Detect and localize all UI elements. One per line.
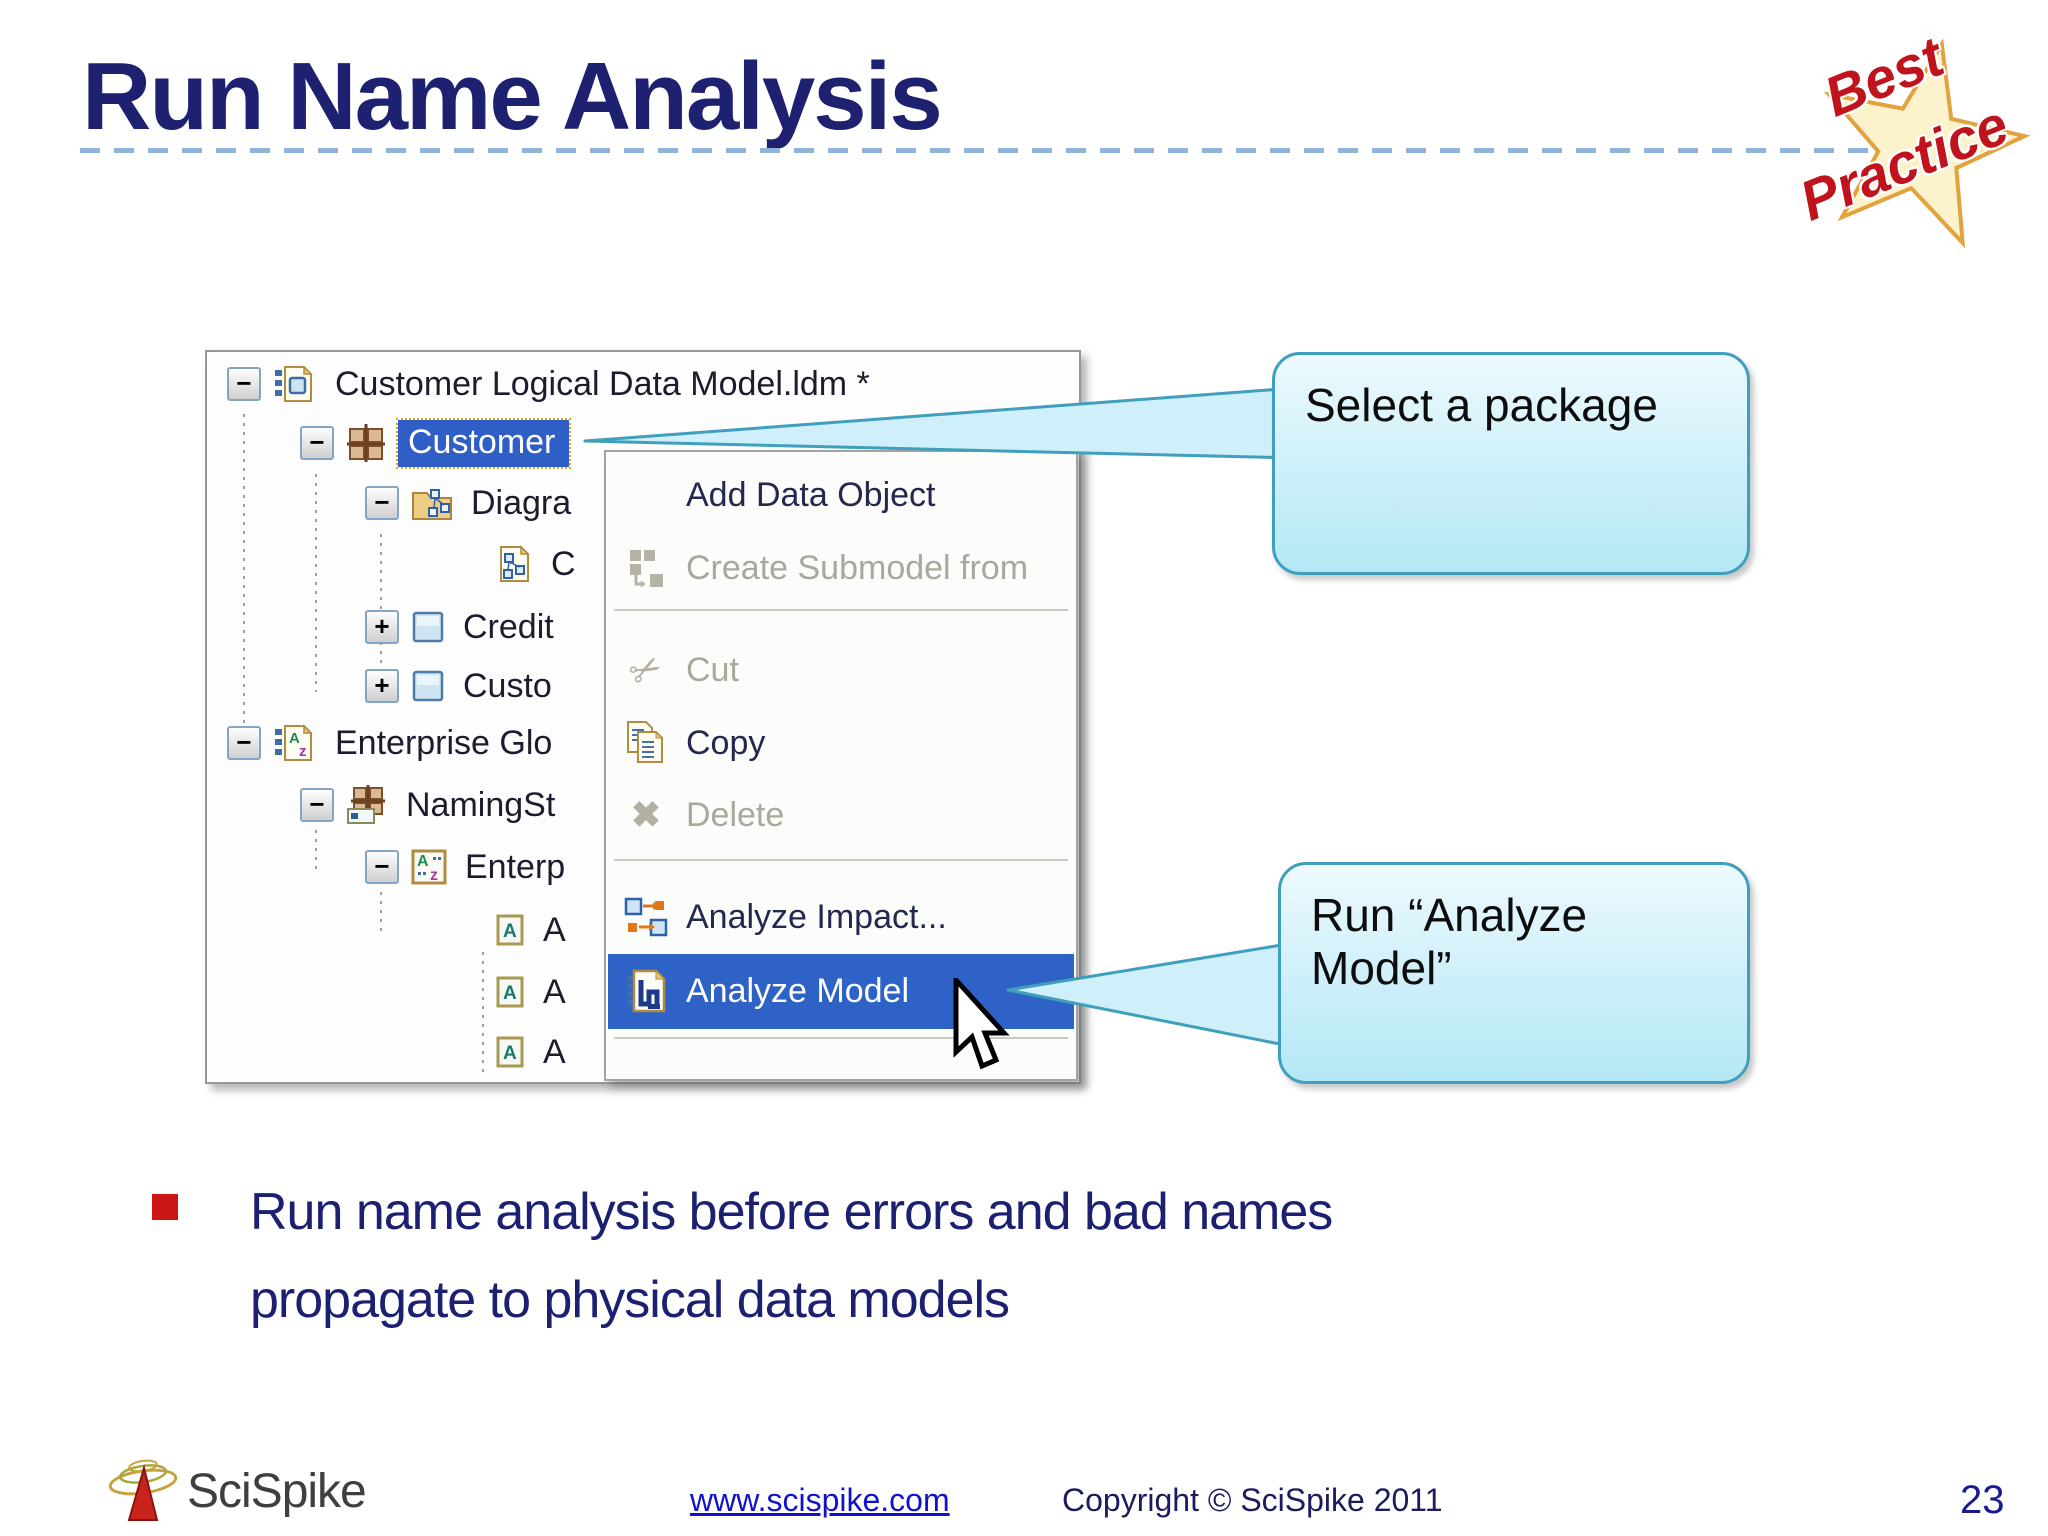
star-icon [1823, 38, 2031, 249]
delete-icon: ✖ [630, 794, 662, 835]
scispike-logo-text: SciSpike [187, 1465, 367, 1518]
tree-item-diagram[interactable]: C [495, 539, 582, 589]
entity-icon [411, 610, 445, 644]
callout-text: Select a package [1305, 379, 1658, 431]
menu-item-label: Add Data Object [686, 475, 936, 514]
tree-item-label: A [543, 1032, 566, 1071]
bullet-text: Run name analysis before errors and bad … [250, 1183, 1333, 1329]
menu-separator [614, 859, 1068, 861]
expand-toggle-icon[interactable] [365, 669, 399, 703]
diagram-folder-icon [411, 484, 453, 522]
tree-item-label: Credit [463, 607, 554, 646]
menu-item-create-submodel: Create Submodel from [608, 543, 1074, 593]
footer-link[interactable]: www.scispike.com [690, 1482, 950, 1518]
mouse-cursor-icon [948, 973, 1018, 1083]
copy-icon [618, 720, 674, 766]
footer-copyright: Copyright © SciSpike 2011 [1062, 1482, 1443, 1518]
tree-item-customer-entity[interactable]: Custo [365, 661, 558, 711]
naming-package-icon [346, 785, 388, 825]
svg-text:A: A [503, 983, 517, 1004]
svg-text:z: z [299, 743, 307, 760]
menu-item-copy[interactable]: Copy [608, 718, 1074, 768]
tree-guide-line [380, 892, 382, 934]
menu-separator [614, 1037, 1068, 1039]
cut-icon: ✂ [622, 644, 671, 697]
menu-item-analyze-model[interactable]: Analyze Model [608, 954, 1074, 1029]
callout-text: Run “Analyze Model” [1311, 889, 1588, 995]
tree-item-naming-standard[interactable]: NamingSt [300, 780, 561, 830]
tree-item-label: Enterp [465, 847, 566, 886]
menu-item-add-data-object[interactable]: Add Data Object [608, 470, 1074, 520]
tree-item-label: NamingSt [406, 785, 556, 824]
tree-item-model-root[interactable]: Customer Logical Data Model.ldm * [227, 359, 876, 409]
attribute-icon: A [495, 976, 525, 1008]
tree-item-label: A [543, 910, 566, 949]
package-icon [346, 423, 386, 463]
attribute-icon: A [495, 914, 525, 946]
tree-item-attribute[interactable]: A A [495, 967, 572, 1017]
model-file-icon [273, 364, 317, 404]
context-menu: Add Data Object Create Submodel from ✂ C… [604, 450, 1078, 1081]
tree-item-credit-entity[interactable]: Credit [365, 602, 560, 652]
page-title: Run Name Analysis [82, 43, 943, 150]
svg-text:z: z [430, 867, 438, 884]
svg-text:A: A [503, 921, 517, 942]
tree-item-label: Custo [463, 666, 552, 705]
tree-item-label: Enterprise Glo [335, 723, 553, 762]
analyze-impact-icon [618, 895, 674, 939]
tree-item-label: Customer [395, 417, 572, 469]
tree-guide-line [482, 952, 484, 1072]
tree-item-attribute[interactable]: A A [495, 905, 572, 955]
callout-select-package: Select a package [1272, 352, 1750, 575]
title-divider [80, 148, 1930, 153]
tree-guide-line [315, 830, 317, 870]
collapse-toggle-icon[interactable] [365, 486, 399, 520]
menu-separator [614, 609, 1068, 611]
svg-text:A: A [289, 730, 300, 747]
menu-item-delete: ✖ Delete [608, 790, 1074, 840]
collapse-toggle-icon[interactable] [365, 850, 399, 884]
tree-guide-line [243, 414, 245, 752]
create-submodel-icon [618, 546, 674, 590]
page-number: 23 [1960, 1478, 2005, 1522]
menu-item-label: Delete [686, 795, 785, 834]
tree-item-diagrams-folder[interactable]: Diagra [365, 478, 577, 528]
scispike-logo-icon [108, 1459, 178, 1521]
tree-item-label: Diagra [471, 483, 572, 522]
menu-item-label: Copy [686, 723, 766, 762]
entity-icon [411, 669, 445, 703]
collapse-toggle-icon[interactable] [227, 726, 261, 760]
callout-run-analyze-model: Run “Analyze Model” [1278, 862, 1750, 1084]
svg-text:A: A [503, 1043, 517, 1064]
scispike-logo: SciSpike [105, 1452, 425, 1527]
analyze-model-icon [618, 968, 674, 1016]
tree-item-label: A [543, 972, 566, 1011]
best-practice-badge: Best Practice [1791, 22, 2048, 267]
tree-item-enterprise-glossary[interactable]: Az Enterprise Glo [227, 718, 558, 768]
collapse-toggle-icon[interactable] [227, 367, 261, 401]
tree-item-customer-package[interactable]: Customer [300, 417, 572, 469]
menu-item-label: Analyze Impact... [686, 897, 947, 936]
bullet-marker [152, 1194, 178, 1220]
tree-item-label: C [551, 544, 576, 583]
diagram-file-icon [495, 544, 533, 584]
collapse-toggle-icon[interactable] [300, 426, 334, 460]
menu-item-label: Cut [686, 650, 739, 689]
tree-item-attribute[interactable]: A A [495, 1027, 572, 1077]
menu-item-analyze-impact[interactable]: Analyze Impact... [608, 892, 1074, 942]
tree-item-label: Customer Logical Data Model.ldm * [335, 364, 870, 403]
tree-item-enterprise-naming[interactable]: Az Enterp [365, 842, 571, 892]
svg-text:A: A [417, 853, 429, 870]
menu-item-cut: ✂ Cut [608, 644, 1074, 697]
collapse-toggle-icon[interactable] [300, 788, 334, 822]
expand-toggle-icon[interactable] [365, 610, 399, 644]
menu-item-label: Analyze Model [686, 972, 910, 1010]
tree-guide-line [315, 474, 317, 692]
attribute-icon: A [495, 1036, 525, 1068]
menu-item-label: Create Submodel from [686, 548, 1029, 587]
